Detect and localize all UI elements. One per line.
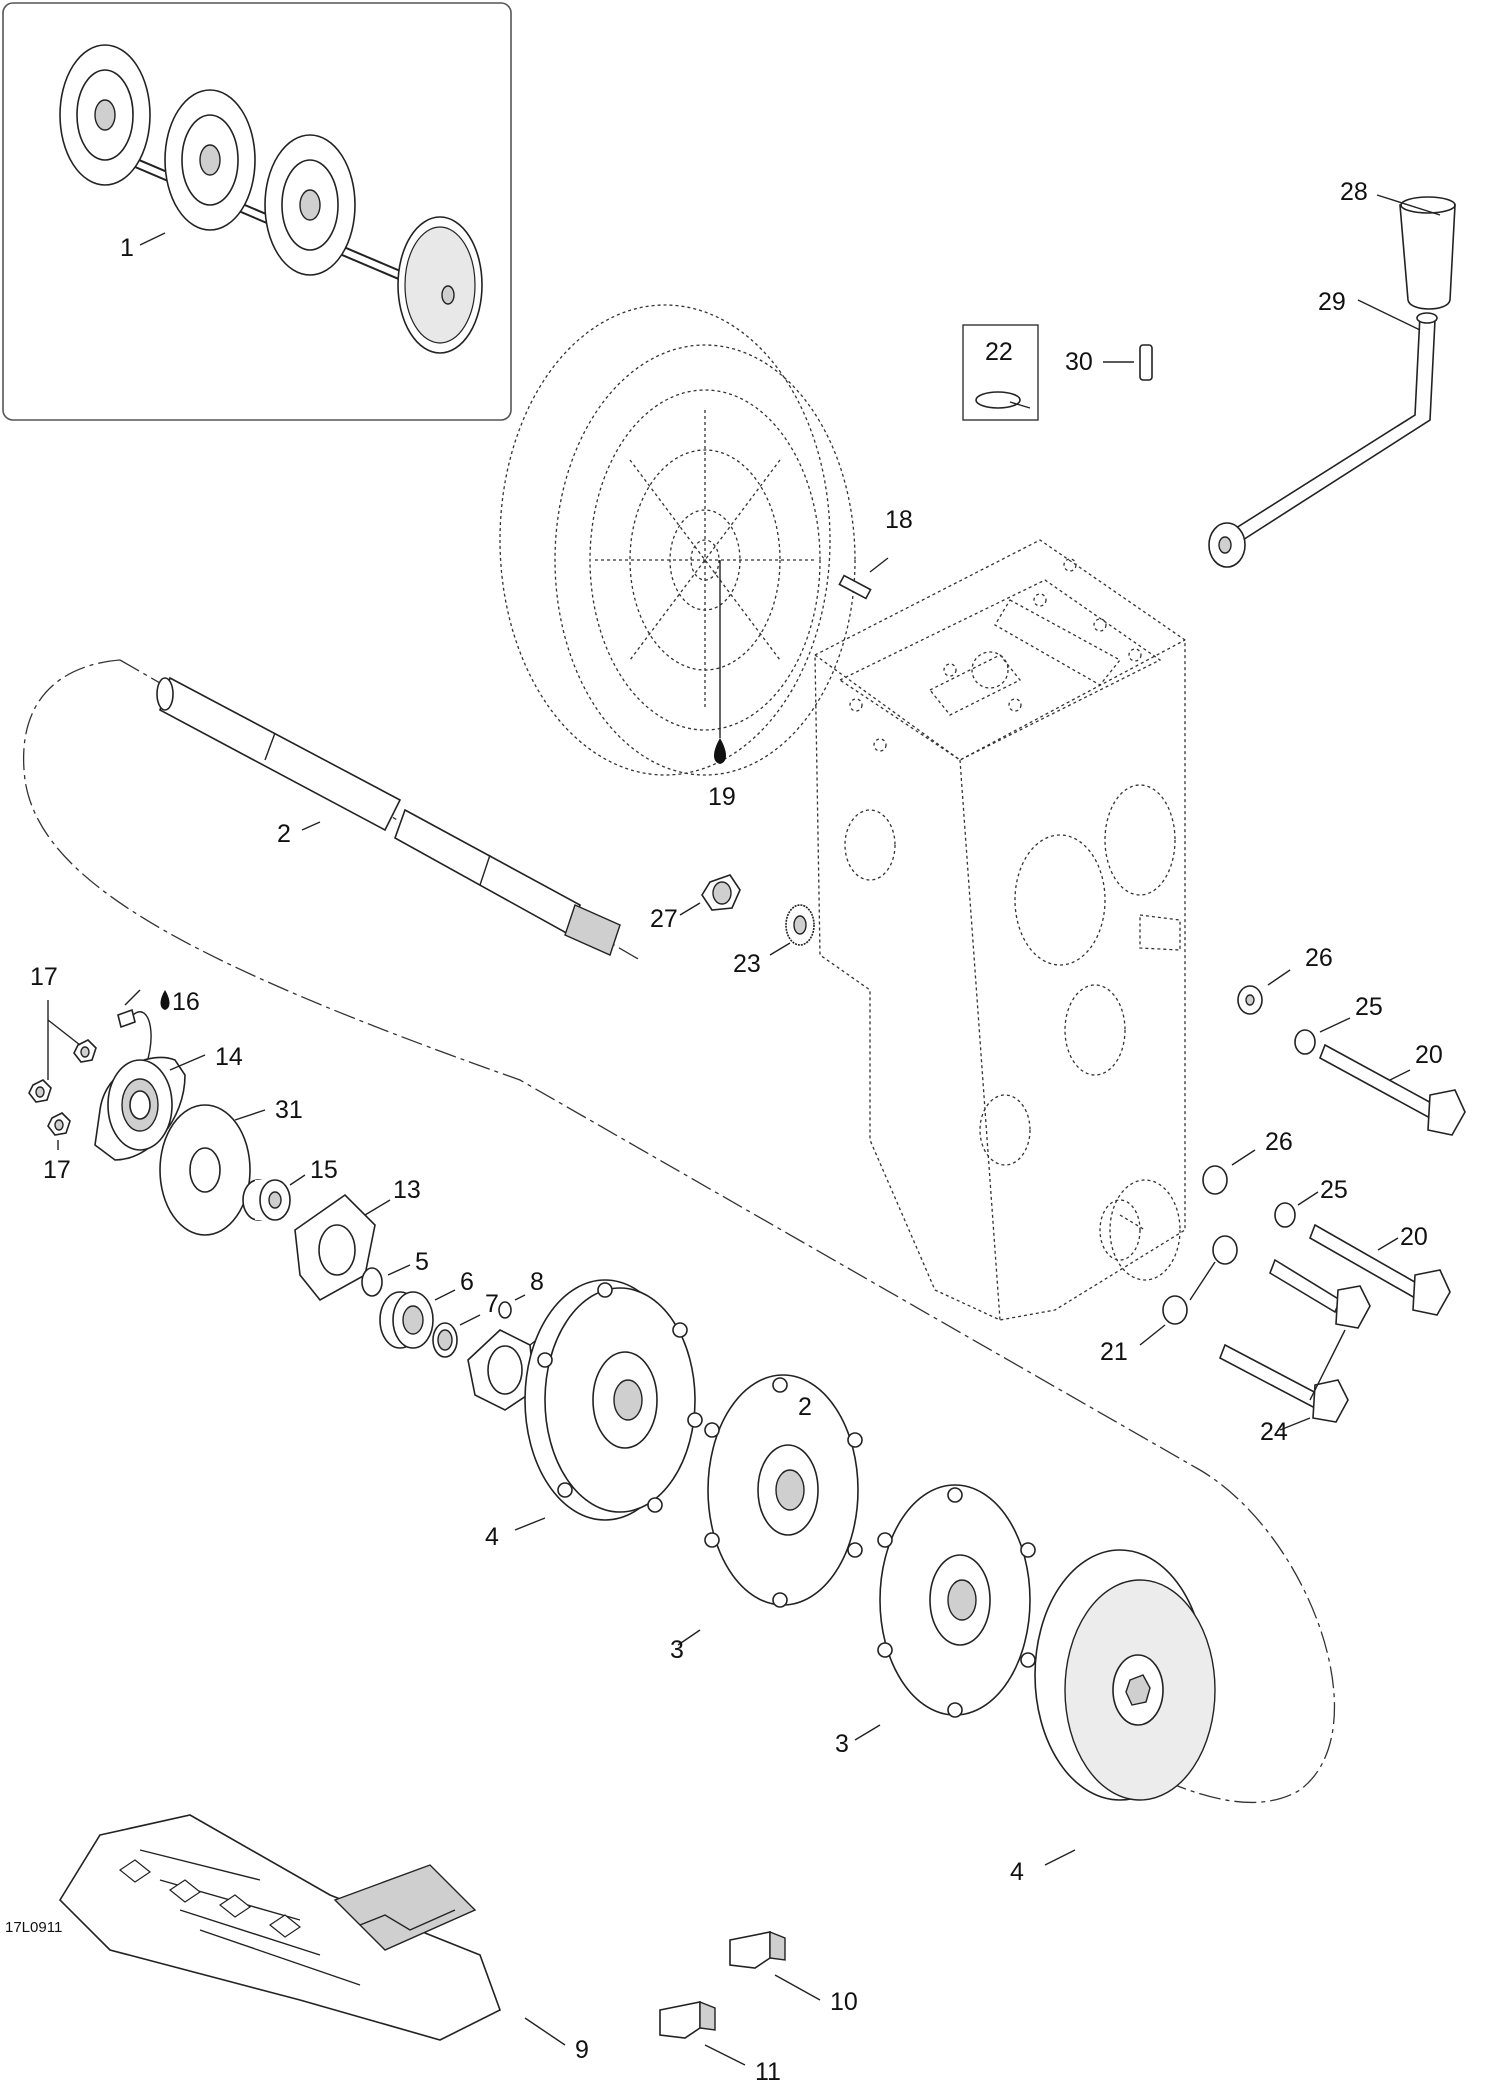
callout-26: 26 xyxy=(1305,944,1333,972)
callout-4: 4 xyxy=(1010,1858,1024,1886)
callout-21: 21 xyxy=(1100,1338,1128,1366)
track-path xyxy=(23,659,1336,1803)
callout-25: 25 xyxy=(1320,1176,1348,1204)
inset-sprocket xyxy=(264,134,356,276)
nut xyxy=(73,1039,97,1063)
nut xyxy=(28,1079,52,1103)
callout-17: 17 xyxy=(30,963,58,991)
callout-5: 5 xyxy=(415,1248,429,1276)
callout-26: 26 xyxy=(1265,1128,1293,1156)
diagram-code: 17L0911 xyxy=(5,1919,62,1936)
callout-10: 10 xyxy=(830,1988,858,2016)
dust-shield xyxy=(159,1104,251,1236)
callout-17: 17 xyxy=(43,1156,71,1184)
callout-8: 8 xyxy=(530,1268,544,1296)
track-clip xyxy=(659,2000,716,2039)
callout-9: 9 xyxy=(575,2036,589,2064)
callout-19: 19 xyxy=(708,783,736,811)
callout-6: 6 xyxy=(460,1268,474,1296)
drive-sprocket xyxy=(704,1374,863,1608)
bearing xyxy=(379,1291,434,1349)
bearing xyxy=(242,1179,291,1221)
drive-sprocket xyxy=(877,1484,1036,1718)
inset-sprocket xyxy=(59,44,151,186)
callout-13: 13 xyxy=(393,1176,421,1204)
oil-drop-icon xyxy=(160,990,170,1010)
callout-3: 3 xyxy=(670,1636,684,1664)
callout-24: 24 xyxy=(1260,1418,1288,1446)
gearbox-phantom xyxy=(814,539,1186,1321)
callout-14: 14 xyxy=(215,1043,243,1071)
nut xyxy=(47,1112,71,1136)
flat-washer xyxy=(1212,1235,1238,1265)
bearing-housing xyxy=(94,1056,186,1161)
drive-pulley-phantom xyxy=(499,304,856,776)
track-clip xyxy=(729,1930,786,1969)
end-wheel xyxy=(1034,1549,1216,1801)
callout-18: 18 xyxy=(885,506,913,534)
callout-3: 3 xyxy=(835,1730,849,1758)
o-ring xyxy=(498,1301,512,1319)
nut xyxy=(701,874,741,911)
handle-grip xyxy=(1399,204,1456,310)
callout-22: 22 xyxy=(985,338,1013,366)
washer xyxy=(1202,1165,1228,1195)
inset-wheel xyxy=(397,216,483,354)
callout-16: 16 xyxy=(172,988,200,1016)
lock-washer xyxy=(1294,1029,1316,1055)
callout-29: 29 xyxy=(1318,288,1346,316)
callout-20: 20 xyxy=(1400,1223,1428,1251)
gasket xyxy=(467,1329,536,1411)
inset-panel: 1 xyxy=(2,2,512,421)
callout-31: 31 xyxy=(275,1096,303,1124)
sprocket-gear xyxy=(785,904,815,946)
callout-23: 23 xyxy=(733,950,761,978)
callout-27: 27 xyxy=(650,905,678,933)
clamp-box: 22 xyxy=(962,324,1039,421)
flat-washer xyxy=(1162,1295,1188,1325)
lever-rod xyxy=(1223,313,1436,547)
drive-sprocket-outer xyxy=(524,1279,703,1521)
drive-shaft xyxy=(156,676,621,956)
bolt xyxy=(1309,1223,1451,1316)
inset-sprocket xyxy=(164,89,256,231)
callout-30: 30 xyxy=(1065,348,1093,376)
key xyxy=(838,574,872,600)
lock-washer xyxy=(1274,1202,1296,1228)
callout-11: 11 xyxy=(755,2058,781,2086)
oil-drop-icon xyxy=(714,738,726,764)
callout-2: 2 xyxy=(798,1393,812,1421)
bolt xyxy=(1218,1343,1349,1423)
callout-7: 7 xyxy=(485,1290,499,1318)
callout-15: 15 xyxy=(310,1156,338,1184)
bolt xyxy=(1269,1258,1371,1329)
callout-28: 28 xyxy=(1340,178,1368,206)
callout-2: 2 xyxy=(277,820,291,848)
bolt xyxy=(1319,1043,1466,1136)
callout-25: 25 xyxy=(1355,993,1383,1021)
callout-20: 20 xyxy=(1415,1041,1443,1069)
circlip xyxy=(361,1267,383,1297)
callout-4: 4 xyxy=(485,1523,499,1551)
track xyxy=(58,1814,501,2041)
callout-1: 1 xyxy=(120,234,134,262)
pin xyxy=(1139,344,1153,381)
